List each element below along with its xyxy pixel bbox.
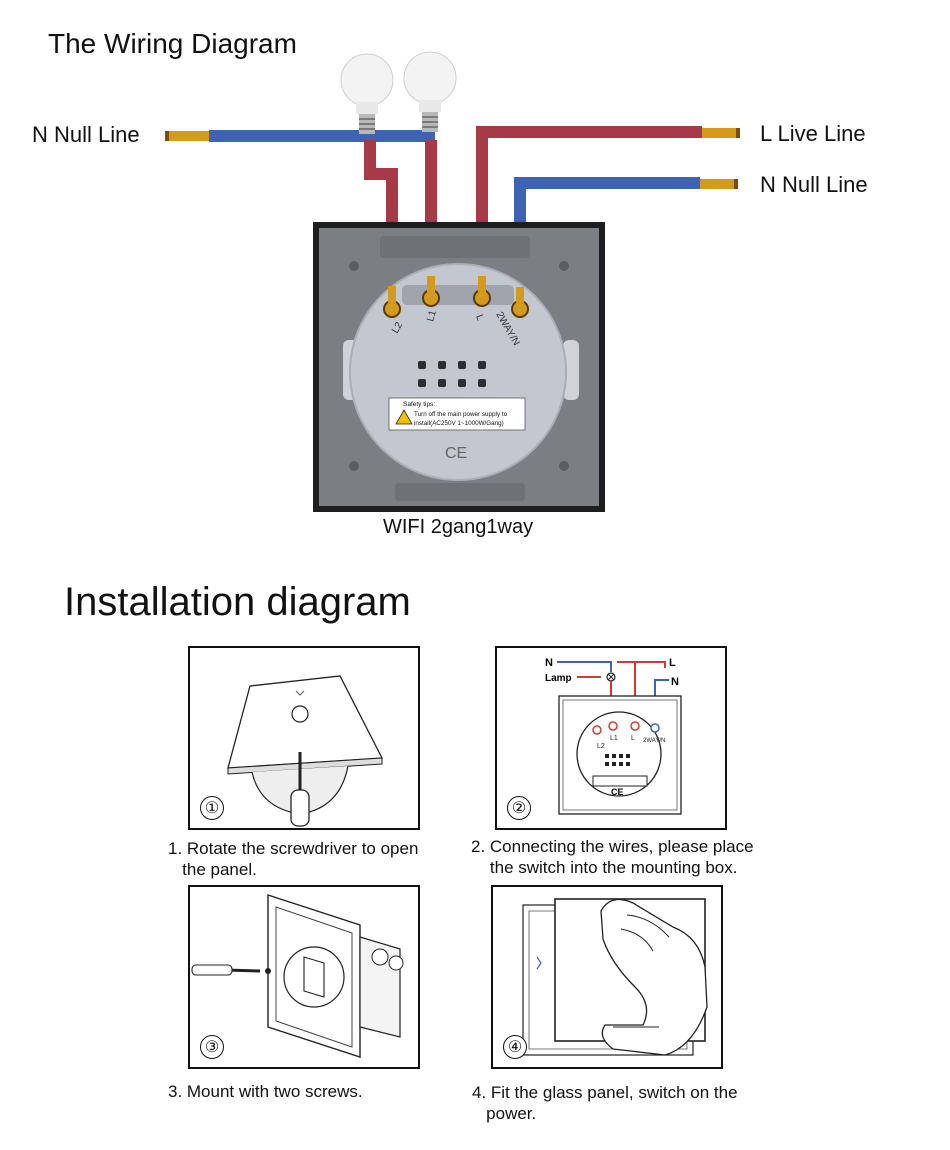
step-3-illustration (191, 894, 404, 1058)
safety-line-2: install(AC250V 1~1000W/Gang) (414, 420, 504, 427)
terminal-screws (383, 276, 529, 318)
step-3-panel: ③ (188, 885, 420, 1069)
step-2-terminal-l1: L1 (610, 735, 618, 742)
safety-line-1: Turn off the main power supply to (414, 411, 508, 418)
step-1-panel: ① (188, 646, 420, 830)
step-2-terminal-l: L (631, 735, 635, 742)
step-number-2: ② (507, 796, 531, 820)
safety-heading: Safety tips: (403, 401, 435, 408)
step-2-terminal-l2: L2 (597, 743, 605, 750)
step-1-illustration (227, 675, 384, 827)
step-1-caption: 1. Rotate the screwdriver to open the pa… (168, 839, 419, 879)
step-4-panel: ④ (491, 885, 723, 1069)
step-2-lamp-label: Lamp (545, 673, 572, 684)
step-number-3: ③ (200, 1035, 224, 1059)
bulb-icon (403, 51, 457, 132)
right-live-line-label: L Live Line (760, 121, 866, 146)
ce-mark: CE (445, 445, 467, 462)
step-2-terminal-2way-n: 2WAY/N (643, 738, 665, 744)
step-4-illustration (522, 898, 708, 1056)
step-2-illustration: N Lamp L N L2 L1 L 2WAY/N CE (545, 657, 682, 815)
safety-tips-label: Safety tips: Turn off the main power sup… (388, 397, 526, 431)
step-3-caption: 3. Mount with two screws. (168, 1082, 363, 1101)
wiring-diagram-title: The Wiring Diagram (48, 28, 297, 59)
step-2-n-left-label: N (545, 657, 553, 669)
model-caption: WIFI 2gang1way (383, 516, 534, 538)
terminal-label-l1: L1 (425, 309, 439, 323)
step-number-1: ① (200, 796, 224, 820)
terminal-label-l2: L2 (390, 320, 405, 336)
right-null-line-label: N Null Line (760, 172, 868, 197)
wiring-diagram-graphic: L2 L1 L 2WAY/N Safety tips: Turn off the… (165, 51, 740, 512)
step-4-caption: 4. Fit the glass panel, switch on the po… (472, 1083, 738, 1123)
vent-holes (418, 361, 486, 387)
step-2-l-label: L (669, 657, 676, 669)
step-2-n-right-label: N (671, 676, 679, 688)
step-2-caption: 2. Connecting the wires, please place th… (471, 837, 754, 877)
left-null-line-label: N Null Line (32, 122, 140, 147)
left-null-wire (165, 130, 435, 142)
warning-icon (395, 409, 413, 425)
step-2-ce-mark: CE (611, 787, 624, 797)
terminal-label-l: L (473, 313, 485, 322)
installation-diagram-title: Installation diagram (64, 580, 411, 624)
step-number-4: ④ (503, 1035, 527, 1059)
bulb-icon (340, 53, 394, 134)
step-2-panel: N Lamp L N L2 L1 L 2WAY/N CE ② (495, 646, 727, 830)
